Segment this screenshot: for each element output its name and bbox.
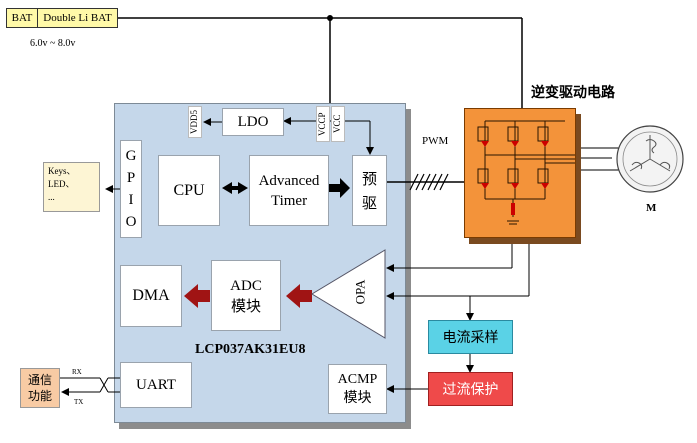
acmp-line2: 模块 bbox=[343, 390, 372, 406]
gpio-g: G bbox=[125, 148, 137, 164]
overcurrent-protection-block: 过流保护 bbox=[428, 372, 513, 406]
gpio-i: I bbox=[128, 192, 134, 208]
opa-label: OPA bbox=[352, 279, 368, 305]
peripheral-keys: Keys、 bbox=[48, 166, 76, 176]
battery-voltage-range: 6.0v ~ 8.0v bbox=[30, 38, 76, 49]
motor-icon bbox=[612, 121, 688, 197]
timer-line1: Advanced bbox=[258, 172, 320, 189]
rx-label: RX bbox=[72, 368, 82, 376]
comm-line2: 功能 bbox=[27, 389, 52, 403]
gpio-block: G P I O bbox=[120, 140, 142, 238]
advanced-timer-block: Advanced Timer bbox=[249, 155, 329, 226]
battery-box: BAT Double Li BAT bbox=[6, 8, 118, 28]
gpio-o: O bbox=[125, 214, 137, 230]
predrive-line2: 驱 bbox=[361, 193, 377, 212]
battery-label: BAT bbox=[7, 9, 38, 27]
chip-name: LCP037AK31EU8 bbox=[195, 342, 306, 357]
adc-line1: ADC bbox=[230, 277, 262, 294]
comm-line1: 通信 bbox=[27, 373, 52, 387]
peripheral-led: LED、 bbox=[48, 179, 75, 189]
predrive-block: 预 驱 bbox=[352, 155, 387, 226]
vdd5-label: VDD5 bbox=[188, 106, 202, 138]
dma-block: DMA bbox=[120, 265, 182, 327]
peripheral-more: ... bbox=[48, 192, 55, 202]
uart-block: UART bbox=[120, 362, 192, 408]
timer-line2: Timer bbox=[270, 192, 308, 209]
ldo-block: LDO bbox=[222, 108, 284, 136]
inverter-board bbox=[464, 108, 576, 238]
gpio-p: P bbox=[126, 170, 136, 186]
current-sample-block: 电流采样 bbox=[428, 320, 513, 354]
inverter-schematic bbox=[477, 120, 575, 225]
motor-label: M bbox=[646, 202, 657, 214]
vcc-label: VCC bbox=[331, 106, 345, 142]
vccp-label: VCCP bbox=[316, 106, 330, 142]
tx-label: TX bbox=[74, 398, 84, 406]
battery-type: Double Li BAT bbox=[43, 12, 112, 24]
acmp-line1: ACMP bbox=[337, 372, 378, 387]
peripheral-box: Keys、 LED、 ... bbox=[43, 162, 100, 212]
adc-block: ADC 模块 bbox=[211, 260, 281, 331]
comm-box: 通信 功能 bbox=[20, 368, 60, 408]
predrive-line1: 预 bbox=[361, 169, 377, 188]
inverter-title: 逆变驱动电路 bbox=[531, 85, 615, 101]
adc-line2: 模块 bbox=[230, 296, 261, 315]
acmp-block: ACMP 模块 bbox=[328, 364, 387, 414]
pwm-label: PWM bbox=[422, 135, 449, 147]
cpu-block: CPU bbox=[158, 155, 220, 226]
